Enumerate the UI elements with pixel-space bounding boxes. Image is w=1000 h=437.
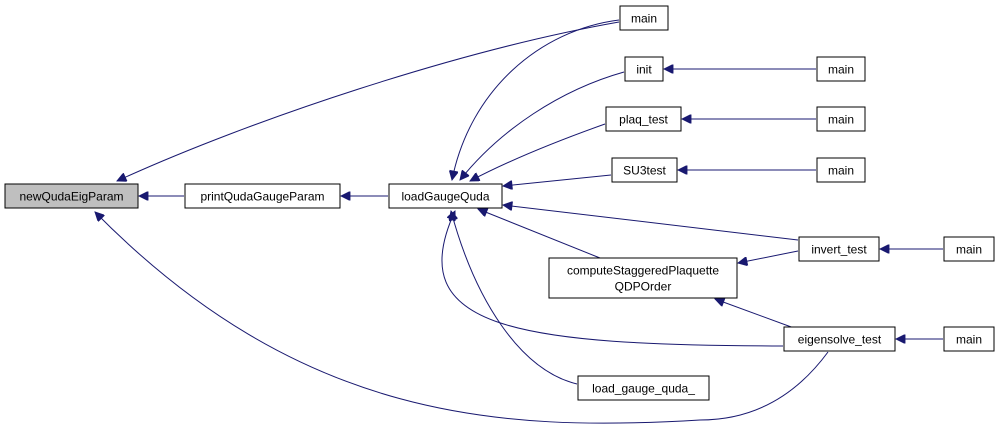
node-label: plaq_test [619, 113, 668, 127]
node-label: printQudaGaugeParam [200, 190, 324, 204]
edge-plaq-to-load [470, 123, 606, 181]
node-init[interactable]: init [624, 56, 664, 82]
node-main-su3[interactable]: main [816, 157, 866, 183]
node-label-line2: QDPOrder [615, 280, 672, 294]
edge-eigensolve-to-compute [715, 299, 795, 329]
node-main-top[interactable]: main [619, 5, 669, 31]
node-label: invert_test [811, 243, 867, 257]
node-main-eigen[interactable]: main [943, 326, 995, 352]
node-label: main [956, 243, 982, 257]
node-label: main [956, 333, 982, 347]
edge-main-top-to-load [452, 19, 620, 180]
node-computeStaggeredPlaquetteQDPOrder[interactable]: computeStaggeredPlaquette QDPOrder [548, 257, 738, 299]
node-label: init [636, 63, 652, 77]
edge-invert-to-compute [738, 250, 799, 263]
node-label: SU3test [623, 164, 666, 178]
node-load_gauge_quda_[interactable]: load_gauge_quda_ [577, 375, 710, 401]
node-printQudaGaugeParam[interactable]: printQudaGaugeParam [184, 183, 341, 209]
edge-eigensolve-to-new [95, 212, 829, 424]
edge-compute-to-load [478, 209, 601, 259]
node-SU3test[interactable]: SU3test [611, 157, 678, 183]
node-label: loadGaugeQuda [401, 190, 489, 204]
node-newQudaEigParam[interactable]: newQudaEigParam [4, 183, 139, 209]
node-plaq_test[interactable]: plaq_test [605, 106, 682, 132]
node-main-init[interactable]: main [816, 56, 866, 82]
node-label: main [828, 63, 854, 77]
node-label: main [828, 164, 854, 178]
node-label: newQudaEigParam [19, 190, 123, 204]
edge-main-top-to-new [117, 21, 620, 181]
nodes: newQudaEigParam printQudaGaugeParam load… [4, 5, 995, 401]
edges [95, 19, 943, 424]
node-label: load_gauge_quda_ [592, 382, 695, 396]
edge-loadgaugequda-to-load [451, 211, 578, 385]
edge-init-to-load [460, 71, 625, 180]
node-eigensolve_test[interactable]: eigensolve_test [783, 326, 896, 352]
node-label: main [828, 113, 854, 127]
node-label: main [631, 12, 657, 26]
edge-invert-to-load [503, 205, 799, 241]
node-label: eigensolve_test [798, 333, 882, 347]
node-loadGaugeQuda[interactable]: loadGaugeQuda [388, 183, 503, 209]
edge-su3-to-load [503, 174, 612, 186]
node-main-invert[interactable]: main [943, 236, 995, 262]
node-invert_test[interactable]: invert_test [798, 236, 880, 262]
node-label-line1: computeStaggeredPlaquette [567, 264, 719, 278]
node-main-plaq[interactable]: main [816, 106, 866, 132]
